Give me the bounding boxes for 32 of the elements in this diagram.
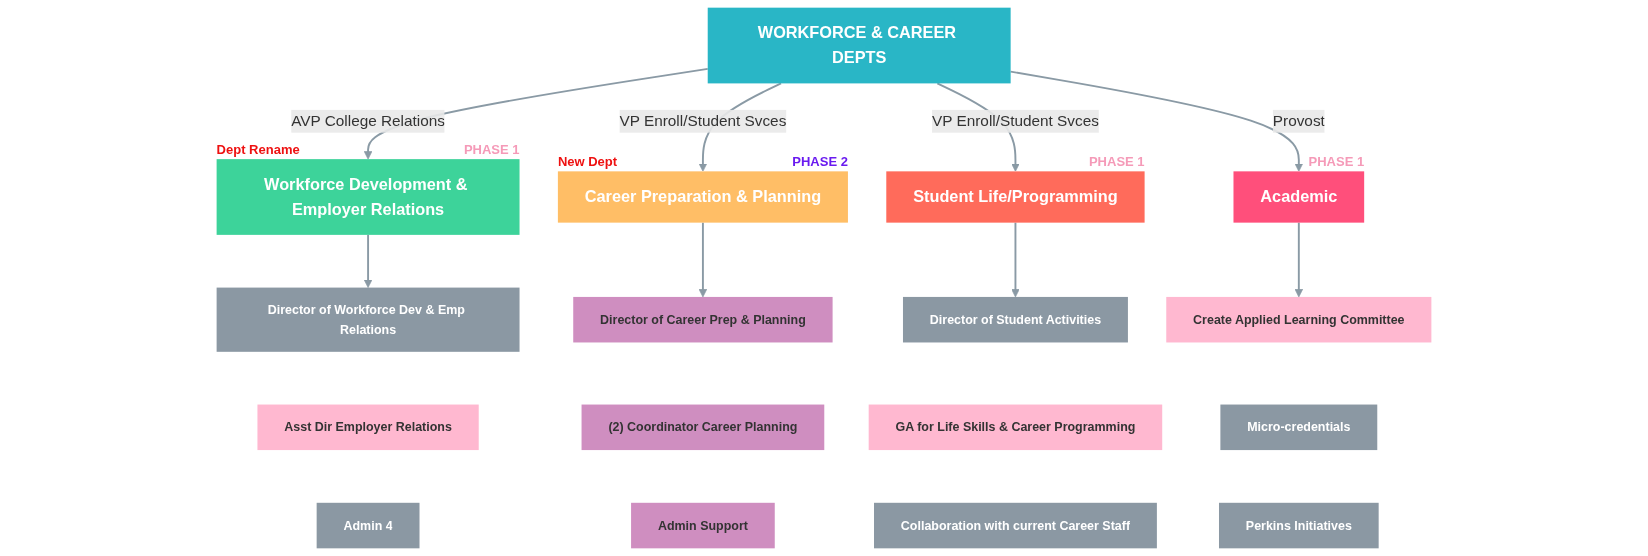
node-box: Collaboration with current Career Staff — [874, 502, 1157, 549]
node-box: Admin Support — [631, 502, 775, 549]
note-text: PHASE 2 — [792, 154, 848, 170]
node-box: Perkins Initiatives — [1219, 502, 1379, 549]
arrow — [363, 233, 373, 288]
node-box: Create Applied Learning Committee — [1166, 296, 1432, 343]
node-box: Student Life/Programming — [886, 171, 1145, 223]
node-box: WORKFORCE & CAREER DEPTS — [707, 7, 1011, 84]
note-text: Dept Rename — [216, 142, 300, 158]
node-box: (2) Coordinator Career Planning — [581, 404, 825, 451]
node-box: Academic — [1233, 171, 1365, 223]
node-box: Director of Workforce Dev & Emp Relations — [216, 287, 520, 352]
note-text: PHASE 1 — [1308, 154, 1365, 170]
edge-label: Provost — [1272, 112, 1325, 129]
node-box: GA for Life Skills & Career Programming — [868, 404, 1163, 451]
node-box: Career Preparation & Planning — [557, 171, 848, 223]
node-box: Director of Student Activities — [902, 296, 1128, 343]
edge-label: VP Enroll/Student Svces — [619, 112, 787, 129]
note-text: New Dept — [557, 154, 618, 170]
edge-label: VP Enroll/Student Svces — [932, 112, 1099, 129]
edge-label: AVP College Relations — [291, 112, 445, 129]
node-box: Admin 4 — [316, 502, 420, 549]
arrow — [1011, 221, 1020, 298]
node-box: Director of Career Prep & Planning — [573, 296, 833, 343]
arrow — [1294, 221, 1304, 298]
node-box: Micro-credentials — [1220, 404, 1378, 451]
arrow — [698, 221, 708, 298]
node-box: Asst Dir Employer Relations — [257, 404, 479, 451]
note-text: PHASE 1 — [1088, 154, 1145, 170]
node-box: Workforce Development & Employer Relations — [216, 159, 520, 235]
arrow — [1009, 70, 1304, 172]
note-text: PHASE 1 — [463, 142, 520, 158]
